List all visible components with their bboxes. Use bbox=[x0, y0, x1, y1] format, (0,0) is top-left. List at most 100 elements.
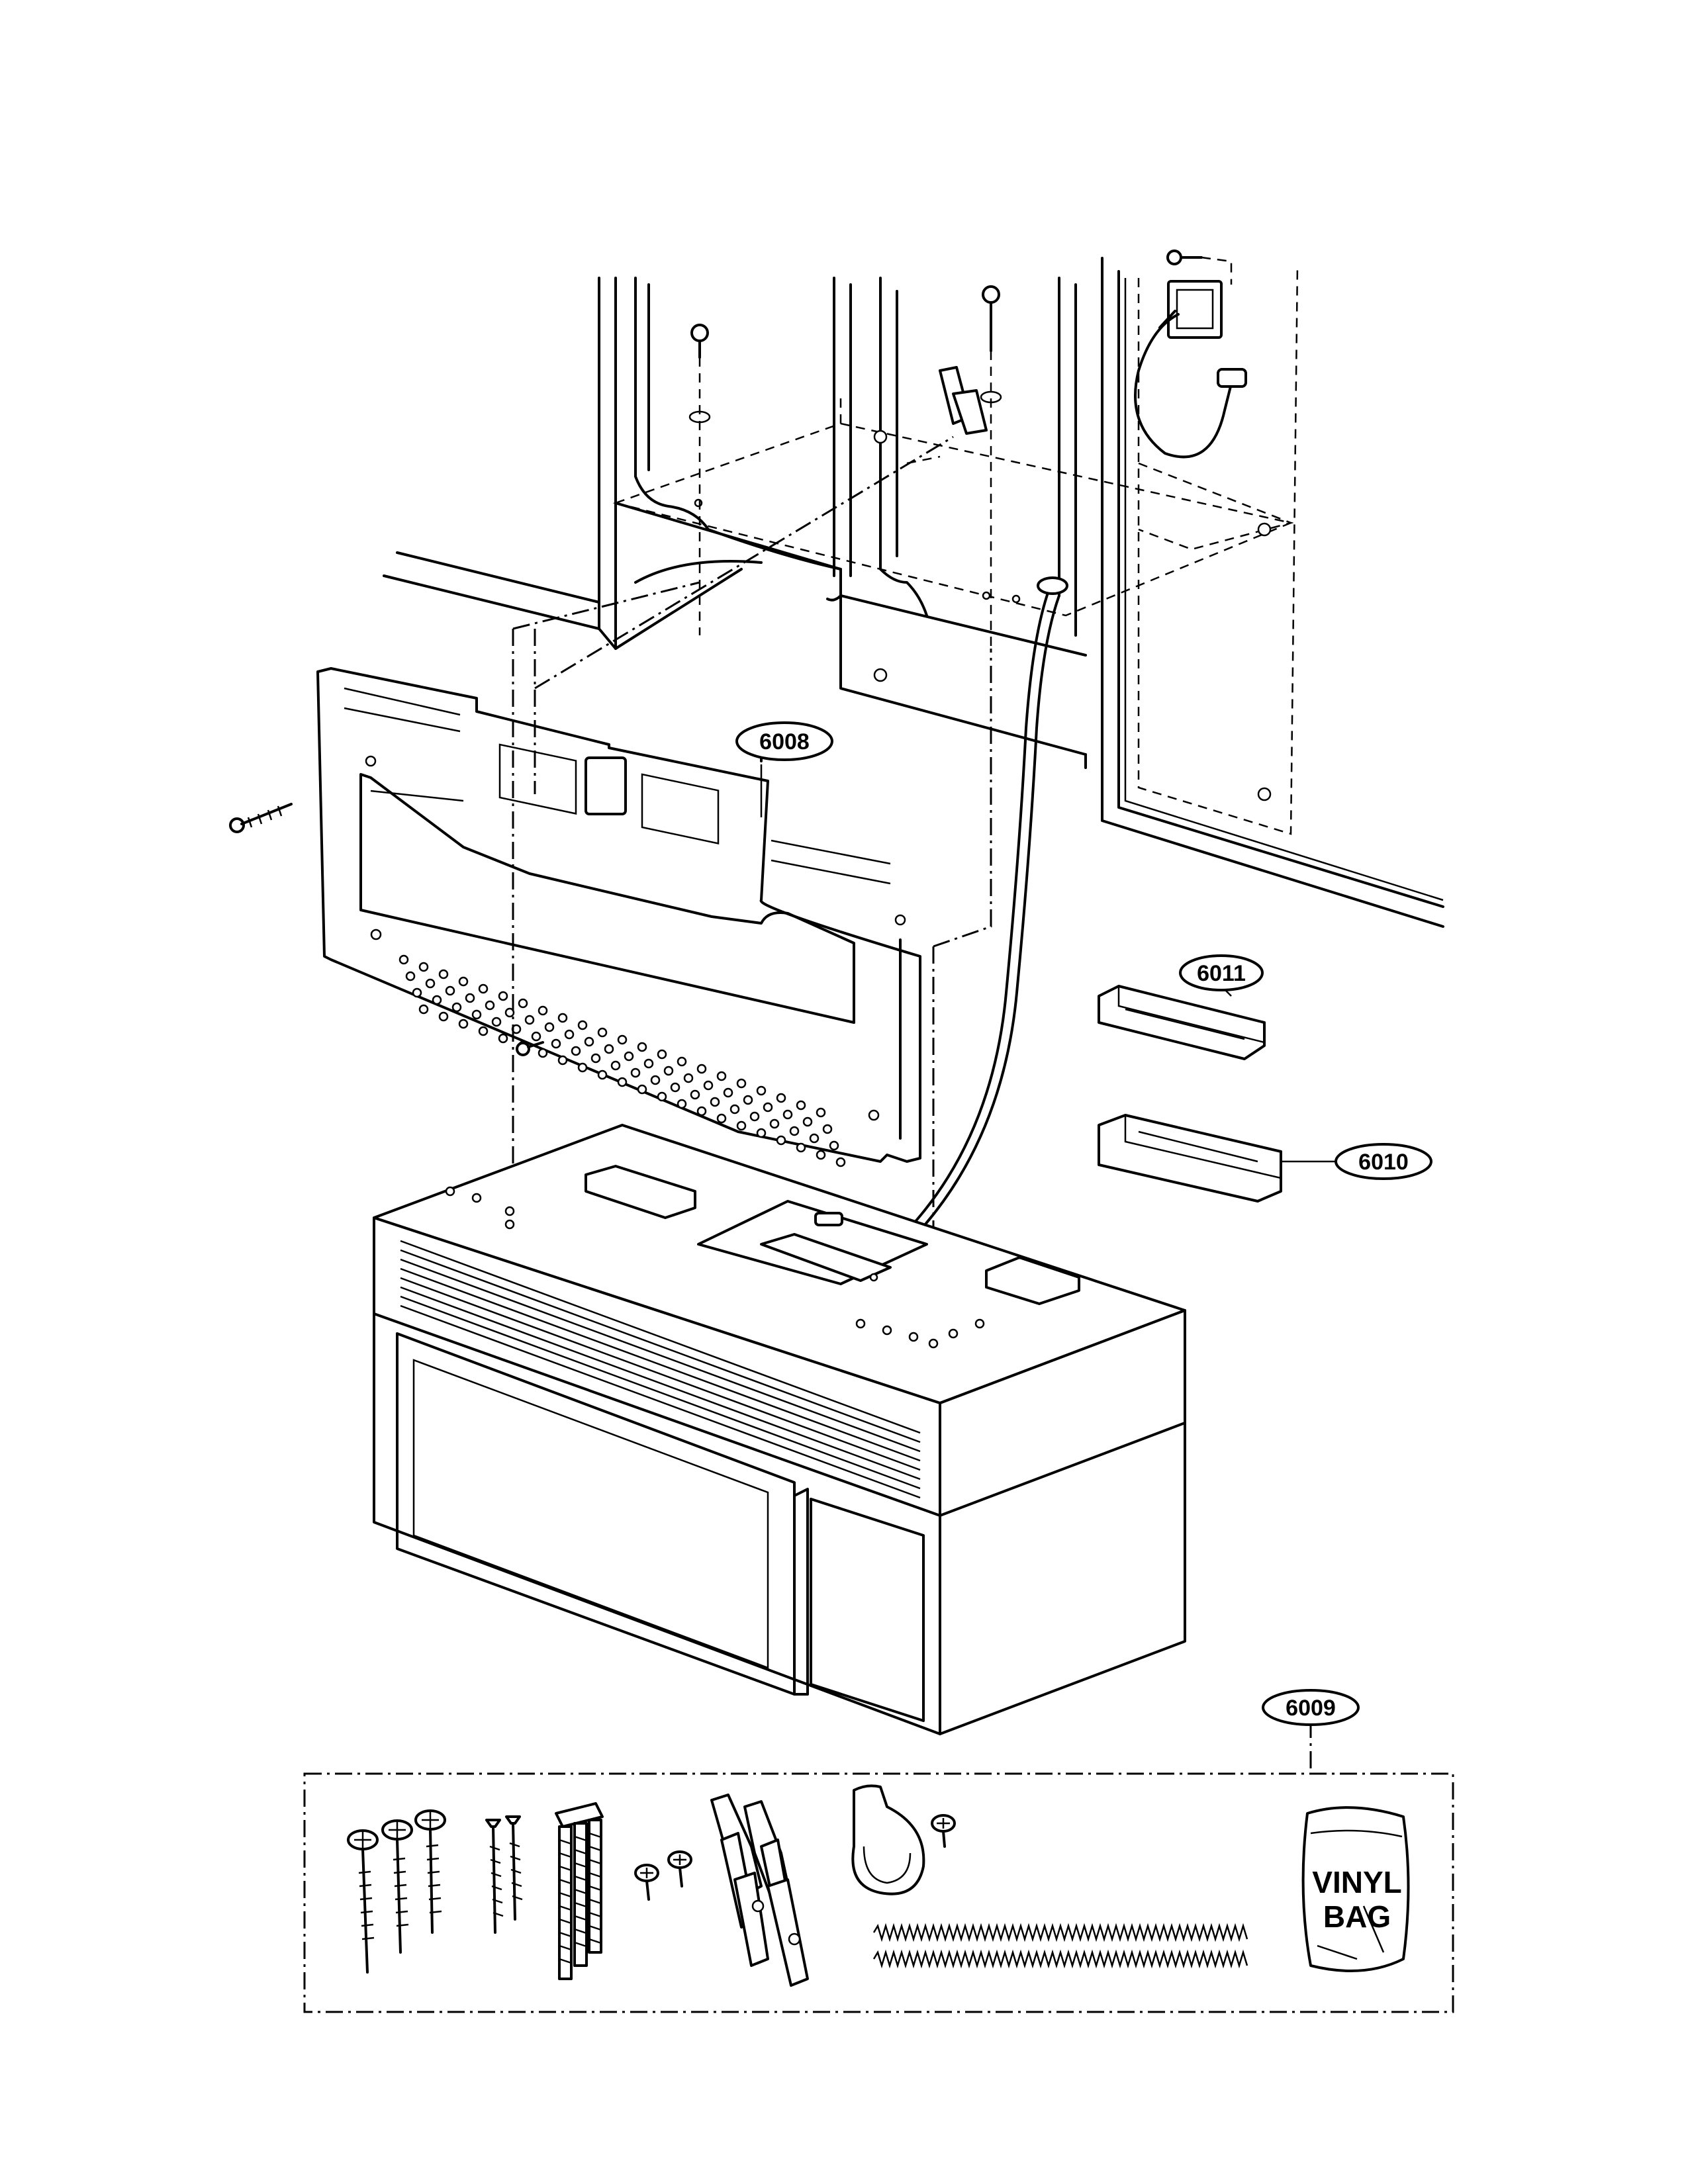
vent-slot bbox=[400, 1267, 921, 1462]
plate-hole bbox=[710, 1097, 720, 1107]
plate-hole bbox=[796, 1142, 806, 1153]
spring-icon bbox=[872, 1949, 1248, 1969]
plate-hole bbox=[597, 1027, 608, 1038]
plate-hole bbox=[736, 1078, 747, 1089]
toggle-bolt-icon bbox=[710, 1794, 809, 1987]
plate-hole bbox=[531, 1031, 541, 1042]
plate-hole bbox=[544, 1022, 555, 1032]
plate-hole bbox=[677, 1099, 687, 1109]
plate-hole bbox=[597, 1069, 608, 1080]
screw-icon bbox=[982, 285, 1000, 352]
vinyl-bag-icon: VINYL BAG bbox=[1301, 1806, 1410, 1972]
plate-hole bbox=[716, 1113, 727, 1124]
plate-hole bbox=[637, 1084, 647, 1095]
screw-icon bbox=[347, 1829, 379, 1974]
part-6010 bbox=[1098, 1114, 1282, 1203]
upper-cabinet bbox=[383, 257, 1444, 928]
callout-6008: 6008 bbox=[735, 721, 833, 761]
plate-hole bbox=[604, 1044, 614, 1054]
plate-hole bbox=[557, 1013, 568, 1023]
plate-hole bbox=[617, 1034, 628, 1045]
plate-hole bbox=[835, 1157, 846, 1167]
plate-hole bbox=[491, 1017, 502, 1027]
plate-hole bbox=[816, 1150, 826, 1160]
vent-slot bbox=[400, 1240, 921, 1434]
plate-hole bbox=[736, 1120, 747, 1131]
plate-hole bbox=[637, 1042, 647, 1052]
screw-icon bbox=[505, 1815, 523, 1921]
spring-icon bbox=[872, 1923, 1248, 1942]
plate-hole bbox=[485, 1000, 495, 1011]
plate-hole bbox=[590, 1053, 601, 1064]
kit-boundary bbox=[303, 1772, 1454, 2013]
plate-hole bbox=[451, 1002, 462, 1013]
plate-hole bbox=[769, 1118, 780, 1129]
mounting-plate bbox=[316, 667, 921, 1167]
vent-slot bbox=[400, 1277, 921, 1471]
cable-clamp-icon bbox=[851, 1784, 925, 1895]
plate-hole bbox=[504, 1007, 515, 1018]
screw-icon bbox=[690, 324, 709, 359]
screw-icon bbox=[667, 1850, 692, 1888]
plate-hole bbox=[696, 1064, 707, 1074]
screw-icon bbox=[931, 1814, 956, 1848]
callout-6009-label: 6009 bbox=[1286, 1696, 1336, 1721]
plate-hole bbox=[670, 1082, 680, 1093]
vent-slot bbox=[400, 1295, 921, 1490]
microwave-oven bbox=[373, 1124, 1186, 1735]
toggle-bolt-icon bbox=[555, 1802, 604, 1980]
screw-icon bbox=[516, 1041, 544, 1056]
toggle-bolt-icon bbox=[939, 366, 988, 435]
plate-hole bbox=[630, 1068, 641, 1078]
plate-hole bbox=[458, 1019, 469, 1029]
power-outlet-icon bbox=[1134, 280, 1247, 459]
plate-hole bbox=[816, 1107, 826, 1118]
spring-coil bbox=[872, 1949, 1248, 1969]
plate-hole bbox=[650, 1075, 661, 1085]
plate-hole bbox=[498, 1033, 508, 1044]
vent-slot bbox=[400, 1258, 921, 1453]
plate-hole bbox=[617, 1077, 628, 1087]
plate-hole bbox=[584, 1036, 594, 1047]
plate-hole bbox=[425, 978, 436, 989]
plate-hole bbox=[657, 1091, 667, 1102]
plate-hole bbox=[690, 1089, 700, 1100]
plate-hole bbox=[524, 1015, 535, 1025]
screw-icon bbox=[381, 1819, 413, 1954]
plate-hole bbox=[577, 1062, 588, 1073]
screw-icon bbox=[1166, 250, 1203, 265]
plate-hole bbox=[557, 1055, 568, 1066]
bag-label-line2: BAG bbox=[1323, 1899, 1391, 1934]
plate-hole bbox=[577, 1020, 588, 1030]
plate-hole bbox=[498, 991, 508, 1001]
callout-6011-label: 6011 bbox=[1197, 961, 1246, 986]
plate-hole bbox=[418, 962, 429, 972]
plate-hole bbox=[432, 995, 442, 1005]
callout-6010-label: 6010 bbox=[1358, 1150, 1409, 1175]
callout-6011: 6011 bbox=[1179, 954, 1264, 991]
plate-hole bbox=[776, 1135, 786, 1146]
plate-hole bbox=[471, 1009, 482, 1020]
plate-hole bbox=[478, 983, 489, 994]
plate-hole bbox=[465, 993, 475, 1003]
screw-icon bbox=[414, 1809, 446, 1934]
plate-hole bbox=[796, 1100, 806, 1111]
screw-icon bbox=[229, 803, 293, 833]
plate-hole bbox=[564, 1029, 575, 1040]
plate-hole bbox=[789, 1126, 800, 1136]
callout-6008-label: 6008 bbox=[759, 729, 810, 754]
plate-hole bbox=[418, 1004, 429, 1015]
plate-hole bbox=[412, 987, 422, 998]
plate-hole bbox=[438, 969, 449, 979]
plate-hole bbox=[405, 971, 416, 981]
plate-hole bbox=[829, 1140, 839, 1151]
vent-slot bbox=[400, 1304, 921, 1499]
plate-hole bbox=[538, 1048, 548, 1058]
plate-hole bbox=[802, 1116, 813, 1127]
callout-6009: 6009 bbox=[1262, 1689, 1360, 1726]
plate-hole bbox=[571, 1046, 581, 1056]
screw-icon bbox=[485, 1819, 504, 1934]
vent-slot bbox=[400, 1286, 921, 1480]
plate-hole bbox=[723, 1087, 733, 1098]
